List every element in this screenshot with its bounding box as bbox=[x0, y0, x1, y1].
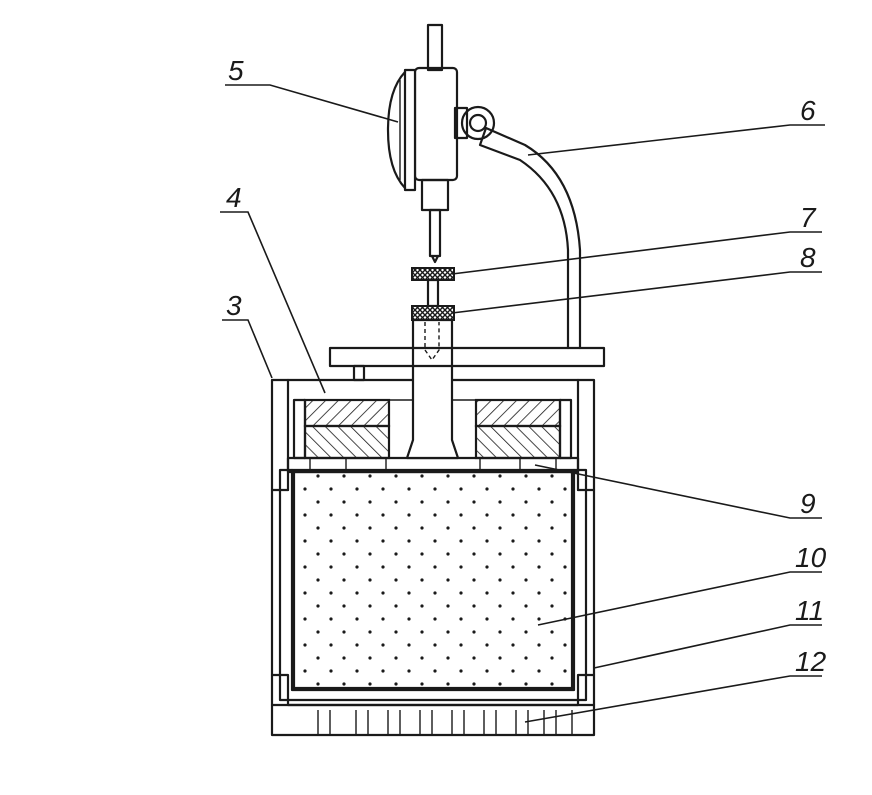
contact-pieces bbox=[411, 267, 455, 321]
callout-6: 6 bbox=[800, 95, 816, 126]
soil-specimen bbox=[292, 470, 574, 690]
loading-piston bbox=[405, 318, 460, 460]
callout-9: 9 bbox=[800, 488, 816, 519]
base-channels bbox=[270, 703, 596, 735]
load-weights bbox=[292, 398, 573, 460]
callout-8: 8 bbox=[800, 242, 816, 273]
inner-ring bbox=[278, 468, 588, 702]
callout-5: 5 bbox=[228, 55, 244, 86]
callout-11: 11 bbox=[795, 595, 824, 626]
callout-12: 12 bbox=[795, 646, 827, 677]
callout-10: 10 bbox=[795, 542, 827, 573]
dial-frame bbox=[328, 105, 606, 382]
leader-lines bbox=[220, 84, 825, 723]
callout-labels: 5 6 4 3 7 8 9 10 11 12 bbox=[226, 55, 827, 677]
dial-gauge bbox=[386, 23, 459, 264]
callout-3: 3 bbox=[226, 290, 242, 321]
callout-7: 7 bbox=[800, 202, 817, 233]
callout-4: 4 bbox=[226, 182, 242, 213]
